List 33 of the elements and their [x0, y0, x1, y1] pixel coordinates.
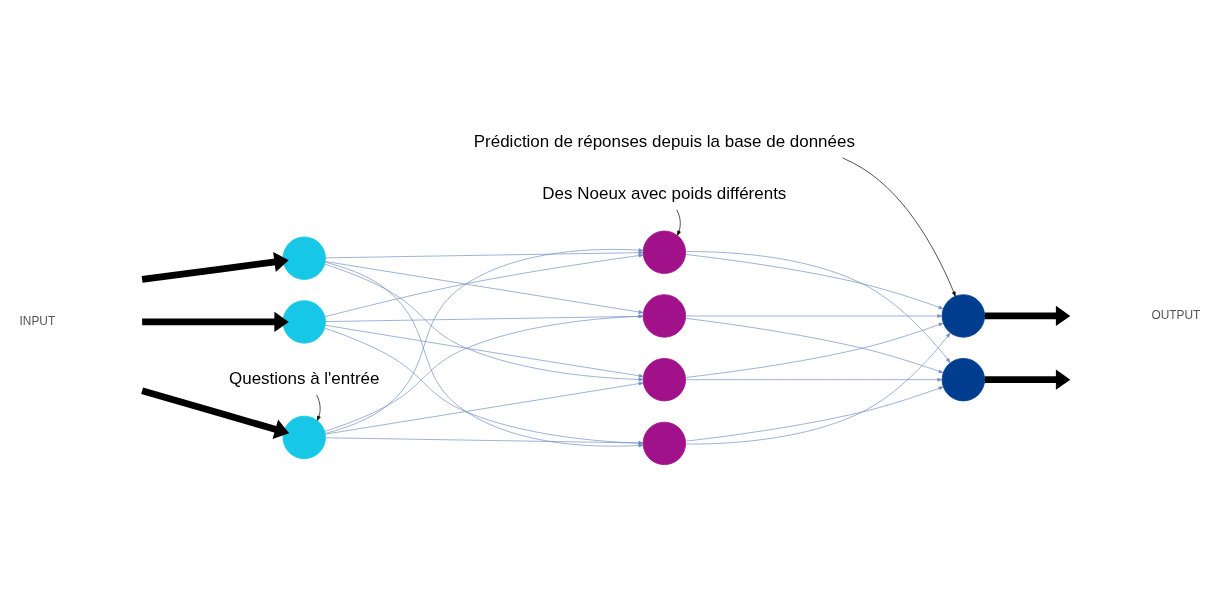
arrow	[324, 314, 644, 432]
arrow	[685, 386, 944, 442]
node-circle	[642, 294, 687, 338]
arrow	[685, 251, 951, 363]
label: OUTPUT	[1151, 308, 1201, 323]
arrow	[324, 263, 644, 382]
node-circle	[642, 421, 687, 466]
arrow	[325, 250, 644, 259]
arrow	[676, 209, 681, 236]
arrow	[325, 381, 644, 435]
label: INPUT	[19, 314, 56, 329]
arrow	[984, 305, 1071, 327]
arrow	[984, 369, 1071, 390]
arrow	[685, 314, 943, 318]
node-text: Prédiction de réponses depuis la base de données	[473, 131, 855, 151]
arrow	[685, 332, 951, 445]
arrow	[685, 254, 944, 310]
arrow	[325, 437, 644, 445]
arrow	[842, 157, 956, 297]
arrow	[324, 327, 644, 445]
arrow	[685, 377, 943, 382]
node-text: Des Noeux avec poids différents	[542, 183, 787, 203]
arrow	[141, 252, 289, 283]
node-circle	[282, 300, 326, 344]
node-circle	[282, 236, 326, 280]
arrow	[325, 261, 644, 314]
node-text: Questions à l'entrée	[229, 368, 380, 388]
arrow	[316, 394, 321, 421]
node-circle	[642, 358, 687, 402]
arrow	[141, 387, 290, 439]
arrow	[325, 324, 644, 378]
arrow	[325, 314, 644, 322]
arrow	[324, 253, 644, 318]
